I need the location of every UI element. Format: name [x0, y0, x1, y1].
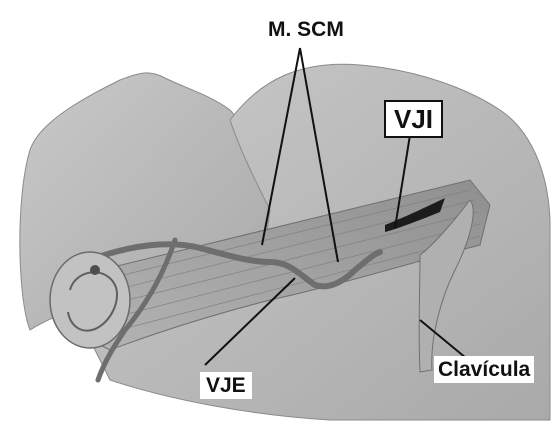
label-clavicle: Clavícula [434, 356, 534, 383]
label-scm-muscle: M. SCM [262, 16, 350, 43]
ear-canal [90, 265, 100, 275]
label-internal-jugular-vein: VJI [384, 100, 443, 138]
ear [50, 252, 130, 348]
label-external-jugular-vein: VJE [200, 372, 252, 399]
